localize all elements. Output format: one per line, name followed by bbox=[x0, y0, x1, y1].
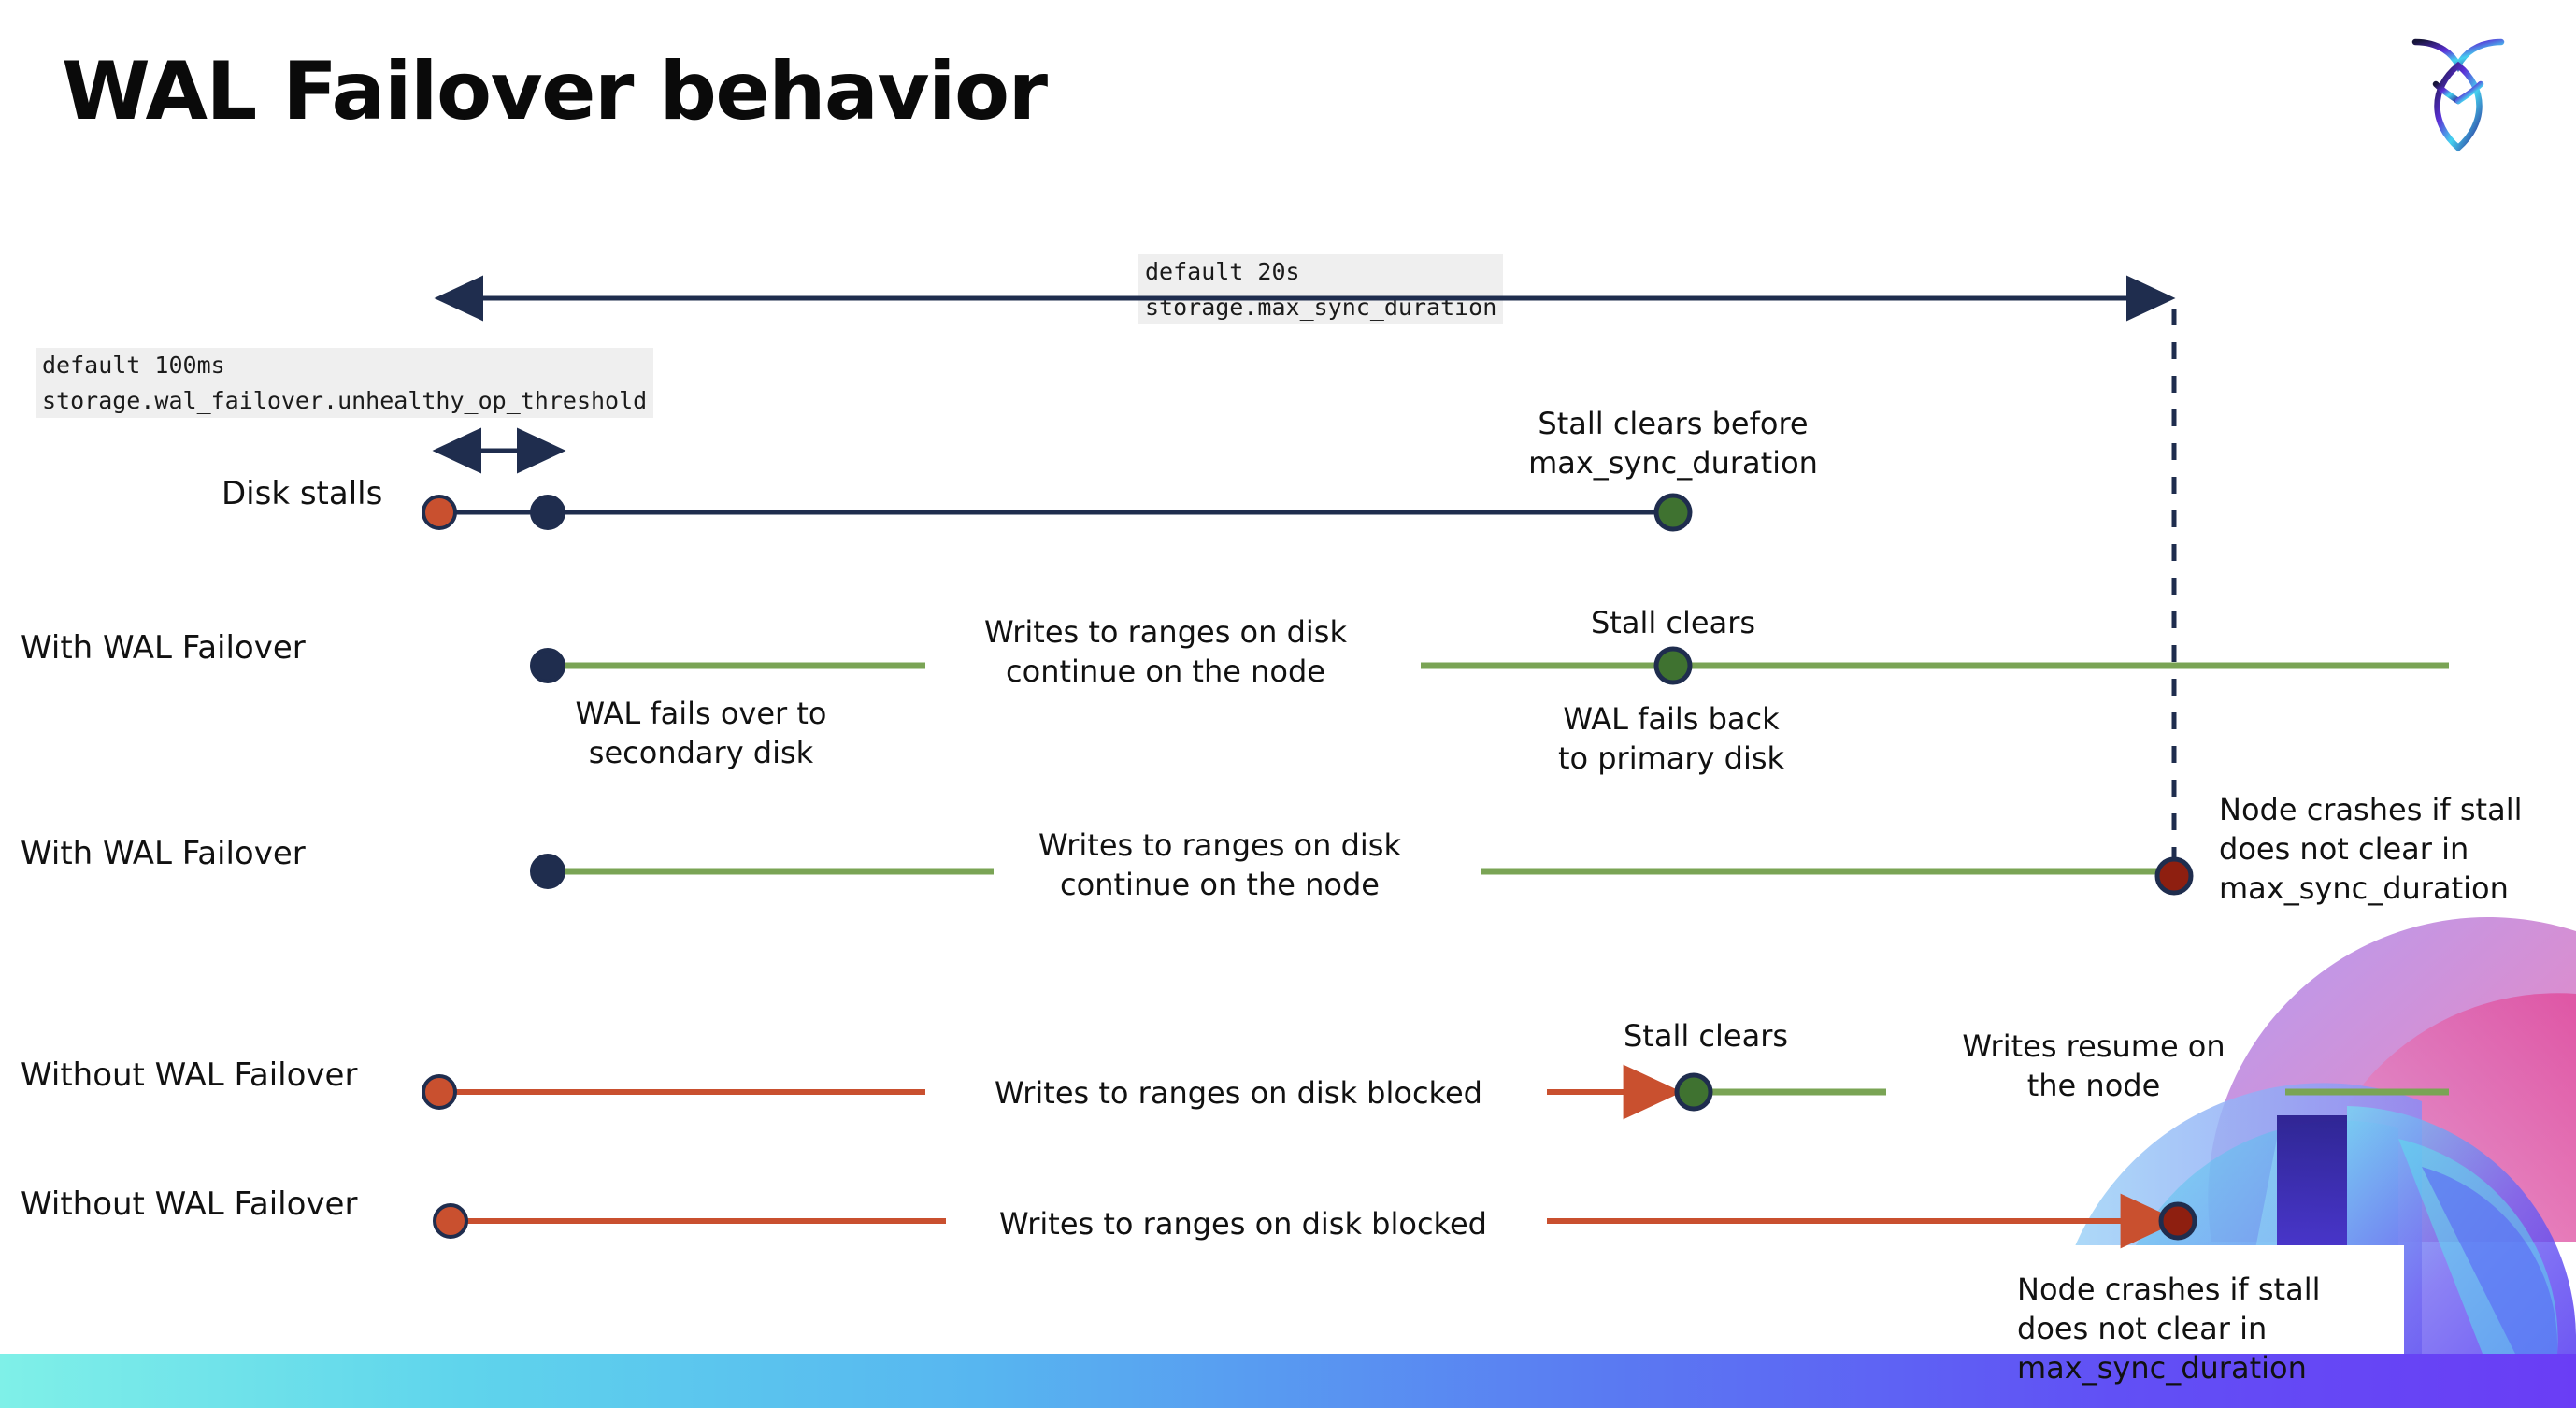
annotation-writes-blocked-2: Writes to ranges on disk blocked bbox=[999, 1206, 1487, 1242]
setting-default-line: default 100ms bbox=[38, 348, 229, 383]
annotation-wal-fails-back: WAL fails back to primary disk bbox=[1557, 701, 1785, 777]
cockroachdb-logo bbox=[2398, 30, 2518, 155]
annotation-writes-continue-1: Writes to ranges on disk continue on the… bbox=[984, 614, 1347, 690]
annotation-node-crashes-1: Node crashes if stall does not clear in … bbox=[2219, 792, 2523, 907]
row-label-with-wal-failover-clears: With WAL Failover bbox=[21, 629, 306, 667]
annotation-writes-continue-2: Writes to ranges on disk continue on the… bbox=[1038, 827, 1401, 903]
annotation-writes-resume: Writes resume on the node bbox=[1962, 1028, 2225, 1104]
row-label-without-wal-failover-clears: Without WAL Failover bbox=[21, 1056, 358, 1094]
dot-stall-begins bbox=[422, 1074, 457, 1110]
row-with-wal-failover-clears-track bbox=[530, 646, 2449, 685]
bottom-gradient-bar bbox=[0, 1354, 2576, 1408]
row-label-disk-stalls: Disk stalls bbox=[222, 475, 383, 512]
dot-stall-clears bbox=[1674, 1072, 1713, 1112]
dot-wal-fails-over bbox=[530, 854, 565, 889]
annotation-stall-clears-2: Stall clears bbox=[1623, 1018, 1789, 1054]
annotation-writes-blocked-1: Writes to ranges on disk blocked bbox=[995, 1075, 1482, 1111]
annotation-stall-clears-before-max-sync: Stall clears before max_sync_duration bbox=[1528, 406, 1818, 481]
annotation-stall-clears-1: Stall clears bbox=[1590, 605, 1756, 640]
setting-chip-unhealthy-op-threshold: default 100ms storage.wal_failover.unhea… bbox=[36, 348, 654, 418]
annotation-node-crashes-2: Node crashes if stall does not clear in … bbox=[2017, 1272, 2321, 1386]
setting-name-line: storage.max_sync_duration bbox=[1141, 289, 1501, 324]
dot-stall-clears bbox=[1653, 493, 1693, 532]
dot-stall-clears bbox=[1653, 646, 1693, 685]
setting-name-line: storage.wal_failover.unhealthy_op_thresh… bbox=[38, 382, 651, 418]
dot-threshold-exceeded bbox=[530, 495, 565, 530]
setting-chip-max-sync-duration: default 20s storage.max_sync_duration bbox=[1138, 254, 1504, 324]
setting-default-line: default 20s bbox=[1141, 254, 1304, 290]
annotation-wal-fails-over: WAL fails over to secondary disk bbox=[575, 696, 827, 771]
dot-stall-begins bbox=[422, 495, 457, 530]
dot-wal-fails-over bbox=[530, 648, 565, 683]
row-disk-stalls-track bbox=[422, 493, 1693, 532]
row-label-without-wal-failover-crash: Without WAL Failover bbox=[21, 1185, 358, 1223]
row-label-with-wal-failover-crash: With WAL Failover bbox=[21, 835, 306, 872]
page-title: WAL Failover behavior bbox=[62, 45, 1048, 138]
dot-stall-begins bbox=[433, 1203, 468, 1239]
